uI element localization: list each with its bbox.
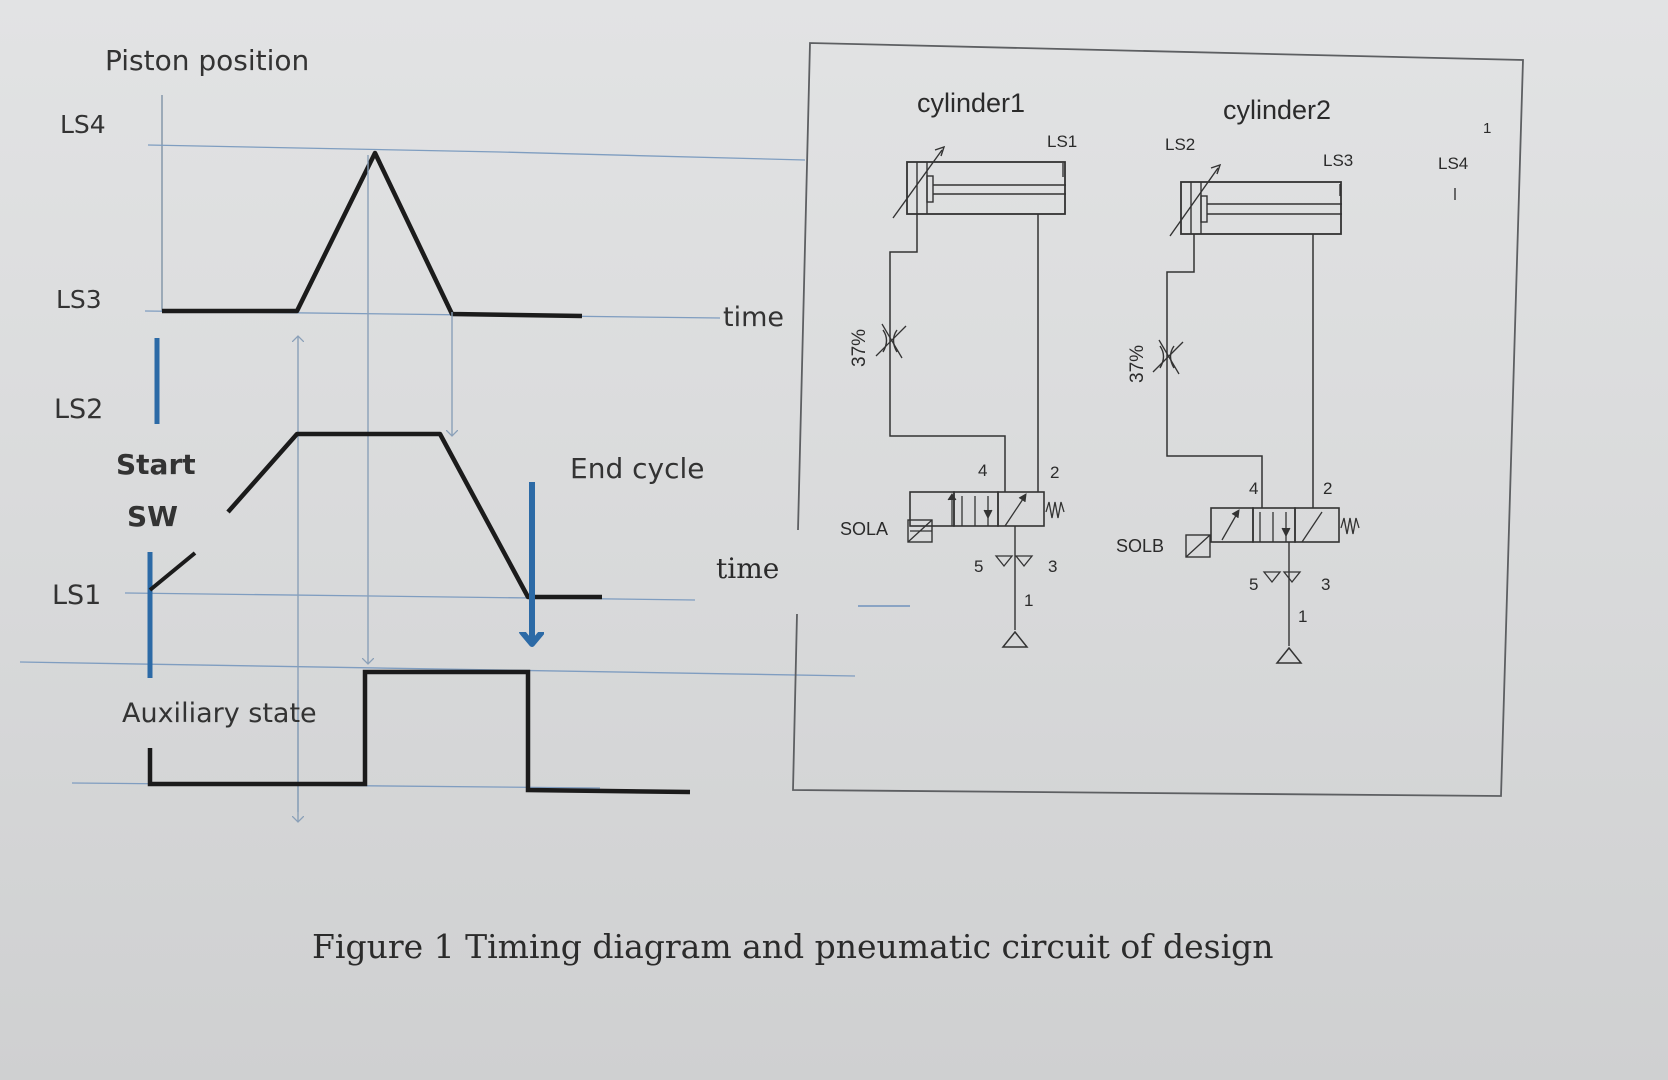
ls2-switch-label: LS2 <box>1165 135 1195 154</box>
timing-title: Piston position <box>105 44 309 77</box>
v1-port-3: 3 <box>1048 557 1057 576</box>
solenoid-valve-1 <box>907 491 1065 648</box>
v2-port-4: 4 <box>1249 479 1258 498</box>
v1-port-1: 1 <box>1024 591 1033 610</box>
ls4-switch-label: LS4 <box>1438 154 1468 173</box>
cylinder2-label: cylinder2 <box>1223 95 1331 125</box>
v1-port-5: 5 <box>974 557 983 576</box>
auxiliary-state-trace <box>147 669 691 795</box>
level-label-ls1: LS1 <box>52 580 101 611</box>
flow-setting-1: 37% <box>849 329 870 367</box>
flow-setting-2: 37% <box>1127 345 1148 383</box>
time-label-lower: time <box>716 552 779 585</box>
start-sw-label-line1: Start <box>116 448 196 481</box>
time-label-upper: time <box>723 302 784 333</box>
pneumatic-circuit: cylinder1 cylinder2 LS1 LS2 LS3 LS4 1 <box>792 42 1524 797</box>
level-label-ls2: LS2 <box>54 394 103 425</box>
corner-mark: 1 <box>1483 120 1491 137</box>
v1-port-2: 2 <box>1050 463 1059 482</box>
ls4-guide-line <box>147 144 806 161</box>
end-cycle-label: End cycle <box>570 452 704 485</box>
v2-port-1: 1 <box>1298 607 1307 626</box>
start-sw-label-line2: SW <box>127 500 178 533</box>
level-label-ls4: LS4 <box>60 110 106 139</box>
sola-label: SOLA <box>840 519 888 539</box>
aux-high-guide <box>19 661 856 677</box>
cylinder1-position-trace <box>226 431 602 600</box>
timing-diagram: Piston position LS4 LS3 LS2 LS1 time Sta… <box>19 44 910 822</box>
start-sw-tick <box>148 551 197 592</box>
cyl2-line-port4 <box>1166 234 1263 508</box>
level-label-ls3: LS3 <box>56 285 102 314</box>
v2-port-3: 3 <box>1321 575 1330 594</box>
ls1-guide-line <box>124 592 696 601</box>
solb-label: SOLB <box>1116 536 1164 556</box>
cyl1-line-port4 <box>889 214 1006 492</box>
solenoid-valve-2 <box>1185 507 1360 664</box>
v2-port-2: 2 <box>1323 479 1332 498</box>
v1-port-4: 4 <box>978 461 987 480</box>
ls3-switch-label: LS3 <box>1323 151 1353 170</box>
figure-caption: Figure 1 Timing diagram and pneumatic ci… <box>312 927 1274 966</box>
cylinder2-position-trace <box>162 150 583 319</box>
circuit-frame <box>792 42 1524 797</box>
cylinder1-label: cylinder1 <box>917 88 1025 118</box>
auxiliary-state-label: Auxiliary state <box>122 698 317 729</box>
cylinder1-symbol <box>892 145 1066 219</box>
ls1-switch-label: LS1 <box>1047 132 1077 151</box>
flow-control-2 <box>1152 339 1184 375</box>
v2-port-5: 5 <box>1249 575 1258 594</box>
flow-control-1 <box>875 323 907 359</box>
cylinder2-symbol <box>1169 163 1342 237</box>
